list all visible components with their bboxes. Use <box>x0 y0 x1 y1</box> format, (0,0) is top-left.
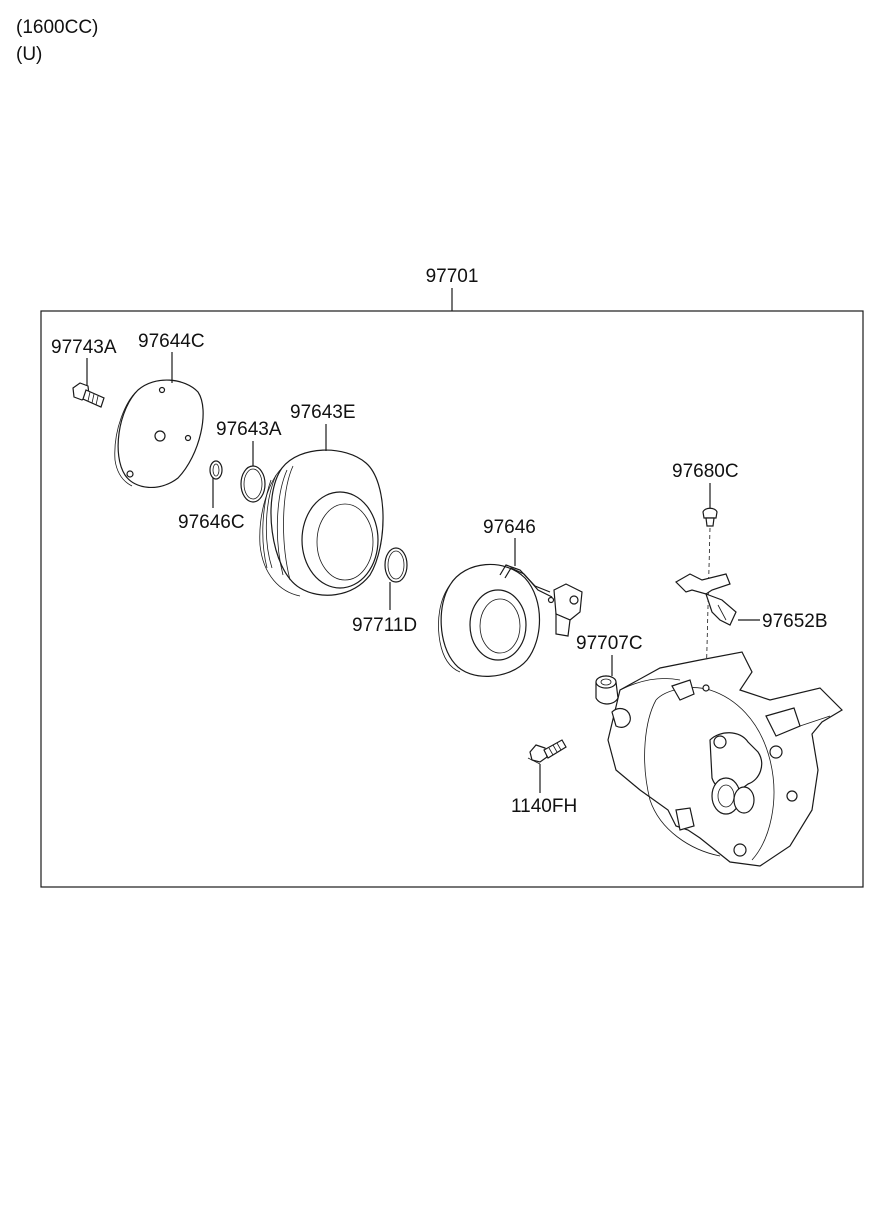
label-97643E[interactable]: 97643E <box>290 402 356 423</box>
label-97643A[interactable]: 97643A <box>216 419 282 440</box>
compressor-body[interactable] <box>607 651 843 867</box>
label-97652B[interactable]: 97652B <box>762 611 828 632</box>
label-97644C[interactable]: 97644C <box>138 331 205 352</box>
label-97680C[interactable]: 97680C <box>672 461 739 482</box>
label-97646[interactable]: 97646 <box>483 517 536 538</box>
bushing-icon[interactable] <box>595 675 619 705</box>
label-97701[interactable]: 97701 <box>426 266 479 287</box>
engine-spec: (1600CC) <box>16 17 99 38</box>
pulley[interactable] <box>259 449 384 597</box>
snap-ring-icon[interactable] <box>384 547 408 583</box>
bolt-icon[interactable] <box>72 382 105 408</box>
bracket[interactable] <box>675 573 737 626</box>
variant-code: (U) <box>16 44 43 65</box>
field-coil[interactable] <box>438 564 583 677</box>
label-1140FH[interactable]: 1140FH <box>511 796 577 817</box>
guide-line <box>705 527 711 687</box>
label-97711D[interactable]: 97711D <box>352 615 417 636</box>
label-97743A[interactable]: 97743A <box>51 337 117 358</box>
assembly-box <box>40 310 864 888</box>
label-97707C[interactable]: 97707C <box>576 633 643 654</box>
screw-icon[interactable] <box>702 507 718 527</box>
header-text: (1600CC) (U) <box>16 14 98 68</box>
bolt-icon[interactable] <box>527 739 567 765</box>
label-97646C[interactable]: 97646C <box>178 512 245 533</box>
clutch-hub-plate[interactable] <box>114 379 204 489</box>
snap-ring-icon[interactable] <box>240 465 266 503</box>
shim-ring[interactable] <box>209 460 223 480</box>
